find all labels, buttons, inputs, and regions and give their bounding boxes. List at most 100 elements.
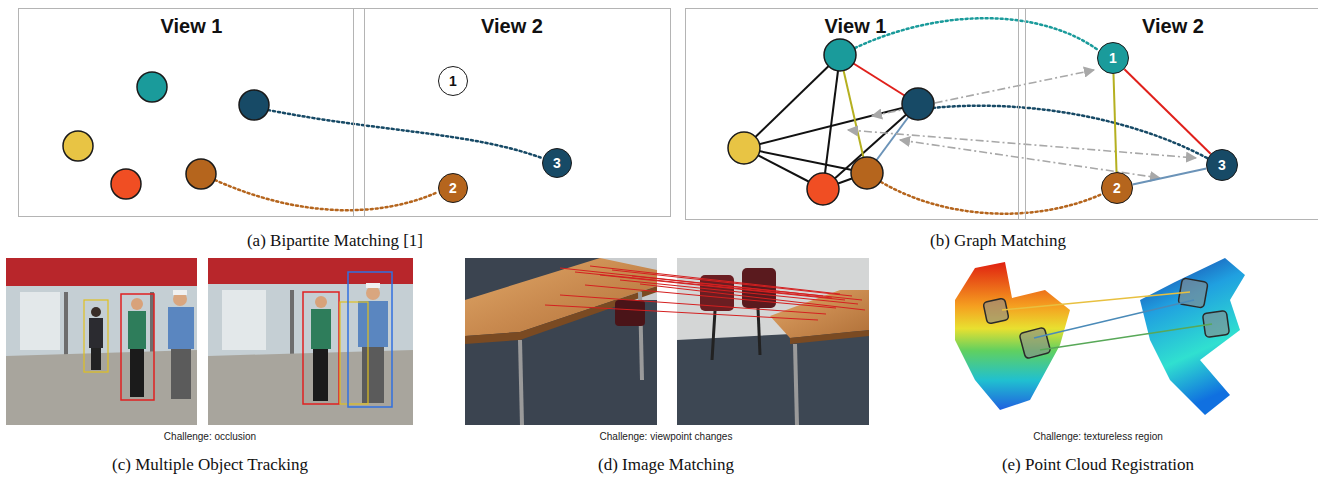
matching-photo <box>712 311 715 360</box>
view-panel: View 2 1 3 2 <box>1018 8 1318 220</box>
challenge-note: Challenge: occlusion <box>164 431 256 442</box>
node-number: 2 <box>449 181 457 195</box>
match-node: 1 <box>1097 42 1129 74</box>
graph-line <box>744 55 840 148</box>
subfigure-caption: (e) Point Cloud Registration <box>1002 455 1194 475</box>
tracking-photo <box>168 307 194 349</box>
tracking-photo <box>315 296 327 308</box>
graph-line <box>744 55 918 189</box>
matching-photo <box>790 330 869 344</box>
tracking-photo <box>311 309 331 349</box>
tracking-photo <box>91 348 101 370</box>
match-line <box>600 275 845 300</box>
node-number: 1 <box>1109 51 1117 65</box>
matching-photo <box>677 330 869 425</box>
challenge-note: Challenge: textureless region <box>1033 431 1163 442</box>
view-panel: View 1 <box>18 8 365 217</box>
match-node: 3 <box>542 148 572 178</box>
tracking-photo <box>6 258 197 425</box>
correspondence-line <box>1040 324 1212 350</box>
feature-point <box>851 157 883 189</box>
graph-line <box>823 104 918 189</box>
matching-photo <box>615 300 645 326</box>
matching-photo <box>520 340 522 425</box>
matching-photo <box>758 308 760 355</box>
feature-point <box>728 39 934 205</box>
matching-photo <box>795 344 797 425</box>
tracking-photo <box>6 286 197 356</box>
feature-point <box>902 88 934 120</box>
graph-line <box>744 148 867 173</box>
tracking-photo <box>130 349 144 397</box>
subfigure-caption: (b) Graph Matching <box>930 231 1066 251</box>
match-line <box>560 295 826 314</box>
tracking-photo <box>89 318 103 348</box>
point-cloud <box>1140 258 1245 415</box>
graph-edge <box>1113 74 1116 172</box>
tracking-photo <box>366 283 380 288</box>
match-node: 3 <box>1206 149 1238 181</box>
graph-line <box>823 55 840 189</box>
tracking-photo <box>348 272 392 407</box>
node-number: 3 <box>1218 158 1226 172</box>
feature-point <box>807 173 839 205</box>
keypoint-patch <box>1202 310 1229 337</box>
tracking-photo <box>303 292 339 404</box>
keypoint-patch <box>1019 327 1051 359</box>
graph-edge <box>1133 168 1207 184</box>
panel-title: View 2 <box>1019 9 1318 38</box>
tracking-photo <box>131 298 143 310</box>
match-curve <box>881 182 1102 214</box>
point-cloud <box>955 262 1070 410</box>
match-node: 1 <box>438 66 468 96</box>
tracking-photo <box>366 286 380 300</box>
tracking-photo <box>20 292 60 350</box>
tracking-photo <box>362 347 384 403</box>
feature-point <box>239 90 269 120</box>
panel-title: View 2 <box>354 9 670 38</box>
keypoint-patch <box>983 298 1009 324</box>
matching-photo <box>465 258 657 425</box>
feature-point <box>824 39 856 71</box>
correspondence-line <box>1034 300 1194 338</box>
graph-edge <box>1124 69 1210 154</box>
subfigure-caption: (a) Bipartite Matching [1] <box>247 231 423 251</box>
feature-point <box>728 132 760 164</box>
keypoint-patch <box>983 278 1230 359</box>
tracking-photo <box>171 349 191 399</box>
tracking-photo <box>173 290 187 295</box>
graph-line <box>840 55 867 173</box>
tracking-photo <box>208 258 413 425</box>
match-node: 2 <box>438 173 468 203</box>
panel-title: View 1 <box>686 9 1025 38</box>
tracking-photo <box>6 350 197 425</box>
match-curve <box>215 110 542 210</box>
match-curve <box>933 106 1207 158</box>
feature-point <box>63 131 93 161</box>
tracking-photo <box>128 311 146 349</box>
tracking-photo <box>64 292 68 356</box>
tracking-photo <box>208 284 413 356</box>
node-number: 1 <box>449 74 457 88</box>
tracking-photo <box>208 258 413 425</box>
match-curve <box>268 110 542 158</box>
graph-line <box>744 104 918 148</box>
tracking-photo <box>91 307 101 317</box>
subfigure-caption: (c) Multiple Object Tracking <box>112 455 308 475</box>
match-curve <box>855 18 1207 213</box>
match-curve <box>855 18 1098 50</box>
tracking-photo <box>313 349 328 401</box>
tracking-photo <box>6 258 197 425</box>
panel-title: View 1 <box>19 9 364 38</box>
match-node: 2 <box>1101 172 1133 204</box>
view-panel: View 2 1 3 2 <box>353 8 671 217</box>
match-curve <box>215 180 438 210</box>
tracking-photo <box>208 258 413 284</box>
feature-point <box>137 72 167 102</box>
feature-point <box>186 159 216 189</box>
challenge-note: Challenge: viewpoint changes <box>600 431 733 442</box>
point-cloud <box>955 258 1245 415</box>
tracking-photo <box>290 290 294 356</box>
match-line <box>640 284 865 310</box>
subfigure-caption: (d) Image Matching <box>598 455 734 475</box>
